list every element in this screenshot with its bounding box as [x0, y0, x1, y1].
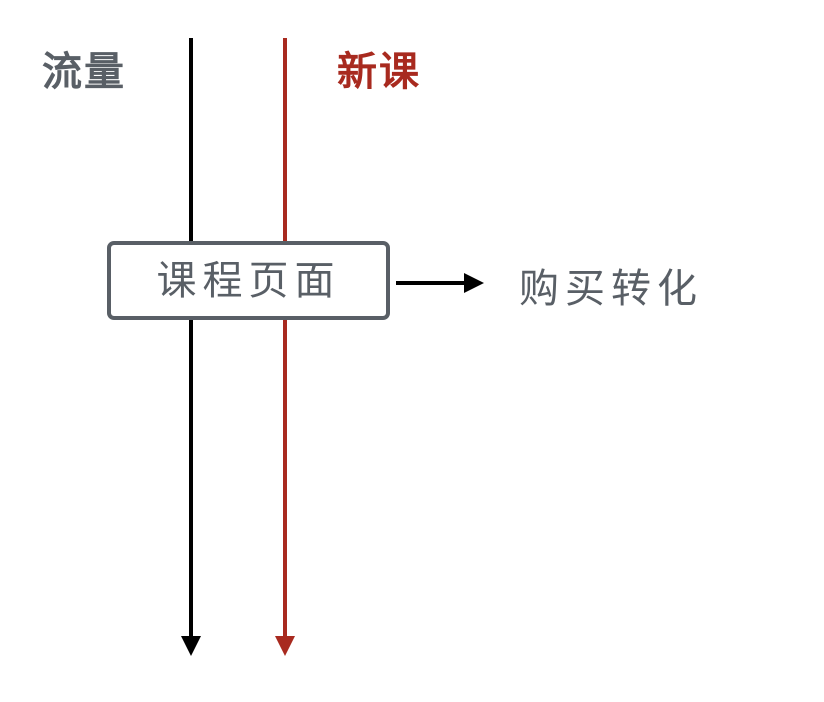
course-page-label: 课程页面: [156, 257, 341, 304]
new-course-label: 新课: [337, 48, 421, 95]
purchase-conversion-label: 购买转化: [519, 266, 703, 312]
traffic-arrowhead: [181, 636, 201, 656]
newcourse-arrowhead: [275, 636, 295, 656]
course-page-box: 课程页面: [107, 241, 390, 320]
traffic-label: 流量: [42, 48, 126, 95]
conversion-arrowhead: [464, 273, 484, 293]
